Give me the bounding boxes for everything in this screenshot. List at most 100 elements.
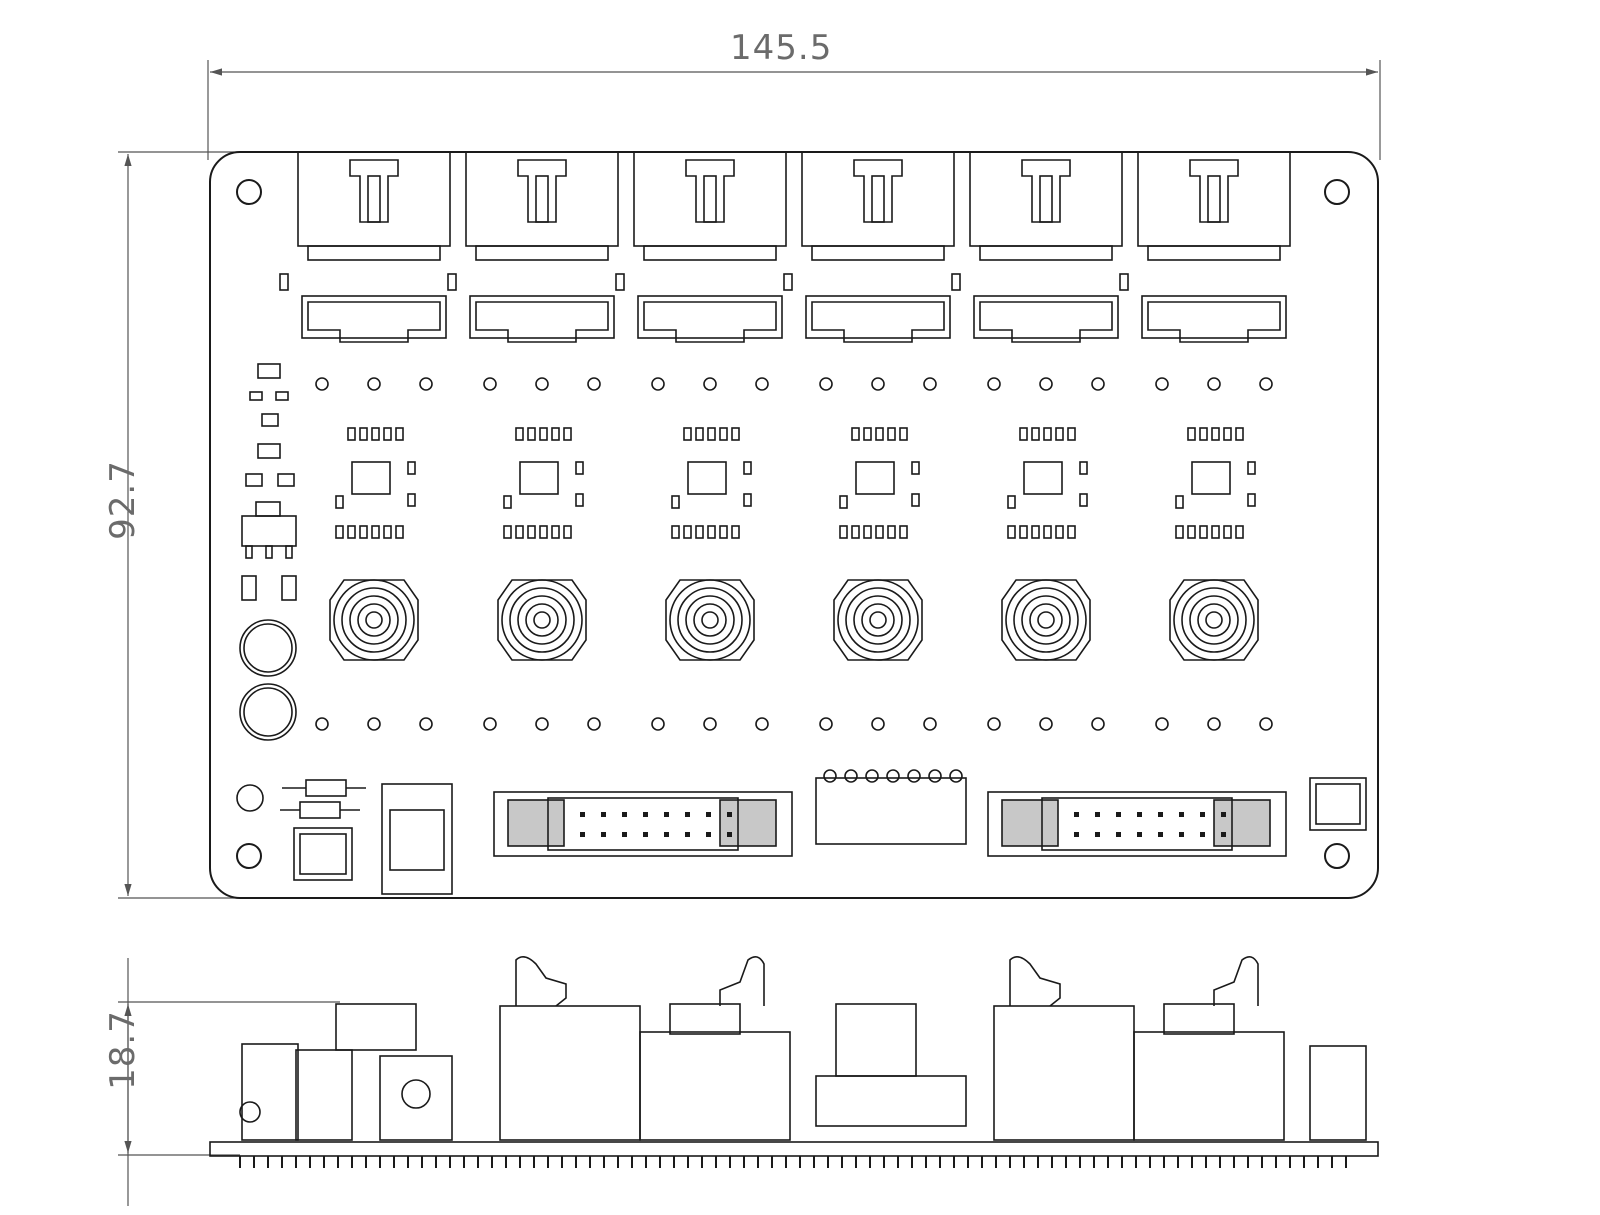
test-point <box>1155 717 1169 731</box>
jst-header <box>301 295 447 339</box>
header-pin <box>1179 812 1184 817</box>
transistor <box>257 363 281 379</box>
smd-passive <box>1235 427 1244 441</box>
capacitor <box>239 619 297 677</box>
smd-passive <box>695 525 704 539</box>
smd-passive <box>707 427 716 441</box>
connector-pins <box>475 245 609 261</box>
op-amp-ic <box>855 461 895 495</box>
smd-passive <box>899 427 908 441</box>
test-point <box>367 377 381 391</box>
test-point <box>1155 377 1169 391</box>
smd-passive <box>875 427 884 441</box>
header-pin <box>664 832 669 837</box>
header-pin <box>622 832 627 837</box>
small-connector <box>1309 777 1367 831</box>
header-pin <box>727 832 732 837</box>
led <box>236 784 264 812</box>
smd-passive <box>1043 525 1052 539</box>
smd-passive <box>1007 525 1016 539</box>
dip-switch-pin <box>844 769 858 783</box>
smd-passive <box>383 525 392 539</box>
test-point <box>819 717 833 731</box>
dimension-lines <box>118 60 1381 1206</box>
op-amp-ic <box>351 461 391 495</box>
header-pin <box>706 832 711 837</box>
header-pin <box>727 812 732 817</box>
test-point <box>923 717 937 731</box>
bnc-connector <box>497 579 587 661</box>
smd-passive <box>563 525 572 539</box>
header-pin <box>685 832 690 837</box>
power-section <box>236 363 453 895</box>
smd-passive <box>563 427 572 441</box>
smd-passive <box>539 525 548 539</box>
header-pin <box>643 812 648 817</box>
connector-latch <box>517 159 567 223</box>
smd-passive <box>1043 427 1052 441</box>
connector-pins <box>1147 245 1281 261</box>
test-point <box>755 377 769 391</box>
test-point <box>1091 377 1105 391</box>
test-point <box>419 377 433 391</box>
smd-passive <box>1187 525 1196 539</box>
smd-passive <box>719 525 728 539</box>
test-point <box>1039 717 1053 731</box>
test-point <box>535 717 549 731</box>
test-point <box>651 717 665 731</box>
test-point <box>315 717 329 731</box>
rj-connector <box>801 151 955 247</box>
smd-passive <box>695 427 704 441</box>
smd-passive <box>707 525 716 539</box>
bnc-connector <box>833 579 923 661</box>
mounting-hole <box>1324 843 1350 869</box>
smd-led <box>1119 273 1129 291</box>
jst-header <box>469 295 615 339</box>
smd-passive <box>1019 525 1028 539</box>
header-pin <box>1074 812 1079 817</box>
connector-pins <box>979 245 1113 261</box>
test-point <box>1259 377 1273 391</box>
jst-header <box>637 295 783 339</box>
dip-switch-pin <box>865 769 879 783</box>
smd-passive <box>539 427 548 441</box>
smd-led <box>783 273 793 291</box>
test-point <box>1039 377 1053 391</box>
header-pin <box>1158 832 1163 837</box>
test-point <box>871 377 885 391</box>
mounting-holes <box>236 179 1350 869</box>
smd-passive <box>1199 427 1208 441</box>
test-point <box>483 377 497 391</box>
mounting-hole <box>236 843 262 869</box>
smd-passive <box>527 525 536 539</box>
smd-passive <box>383 427 392 441</box>
header-pin <box>1074 832 1079 837</box>
op-amp-ic <box>1023 461 1063 495</box>
smd-passive <box>1055 427 1064 441</box>
test-point <box>923 377 937 391</box>
jst-header <box>1141 295 1287 339</box>
op-amp-ic <box>687 461 727 495</box>
test-point <box>1207 717 1221 731</box>
connector-latch <box>685 159 735 223</box>
test-point <box>871 717 885 731</box>
smd-passive <box>359 525 368 539</box>
header-pin <box>1200 812 1205 817</box>
test-point <box>1091 717 1105 731</box>
test-point <box>703 377 717 391</box>
smd-passive <box>863 525 872 539</box>
side-view <box>209 956 1379 1157</box>
smd-passive <box>515 525 524 539</box>
side-height-dimension: 18.7 <box>103 1010 143 1090</box>
smd-passive <box>1223 427 1232 441</box>
side-pcb <box>209 1141 1379 1157</box>
header-pin <box>685 812 690 817</box>
op-amp-ic <box>1191 461 1231 495</box>
smd-passive <box>839 525 848 539</box>
jst-header <box>805 295 951 339</box>
smd-passive <box>515 427 524 441</box>
header-pin <box>1137 832 1142 837</box>
bnc-connector <box>1001 579 1091 661</box>
dip-switch-pin <box>907 769 921 783</box>
smd-passive <box>1055 525 1064 539</box>
